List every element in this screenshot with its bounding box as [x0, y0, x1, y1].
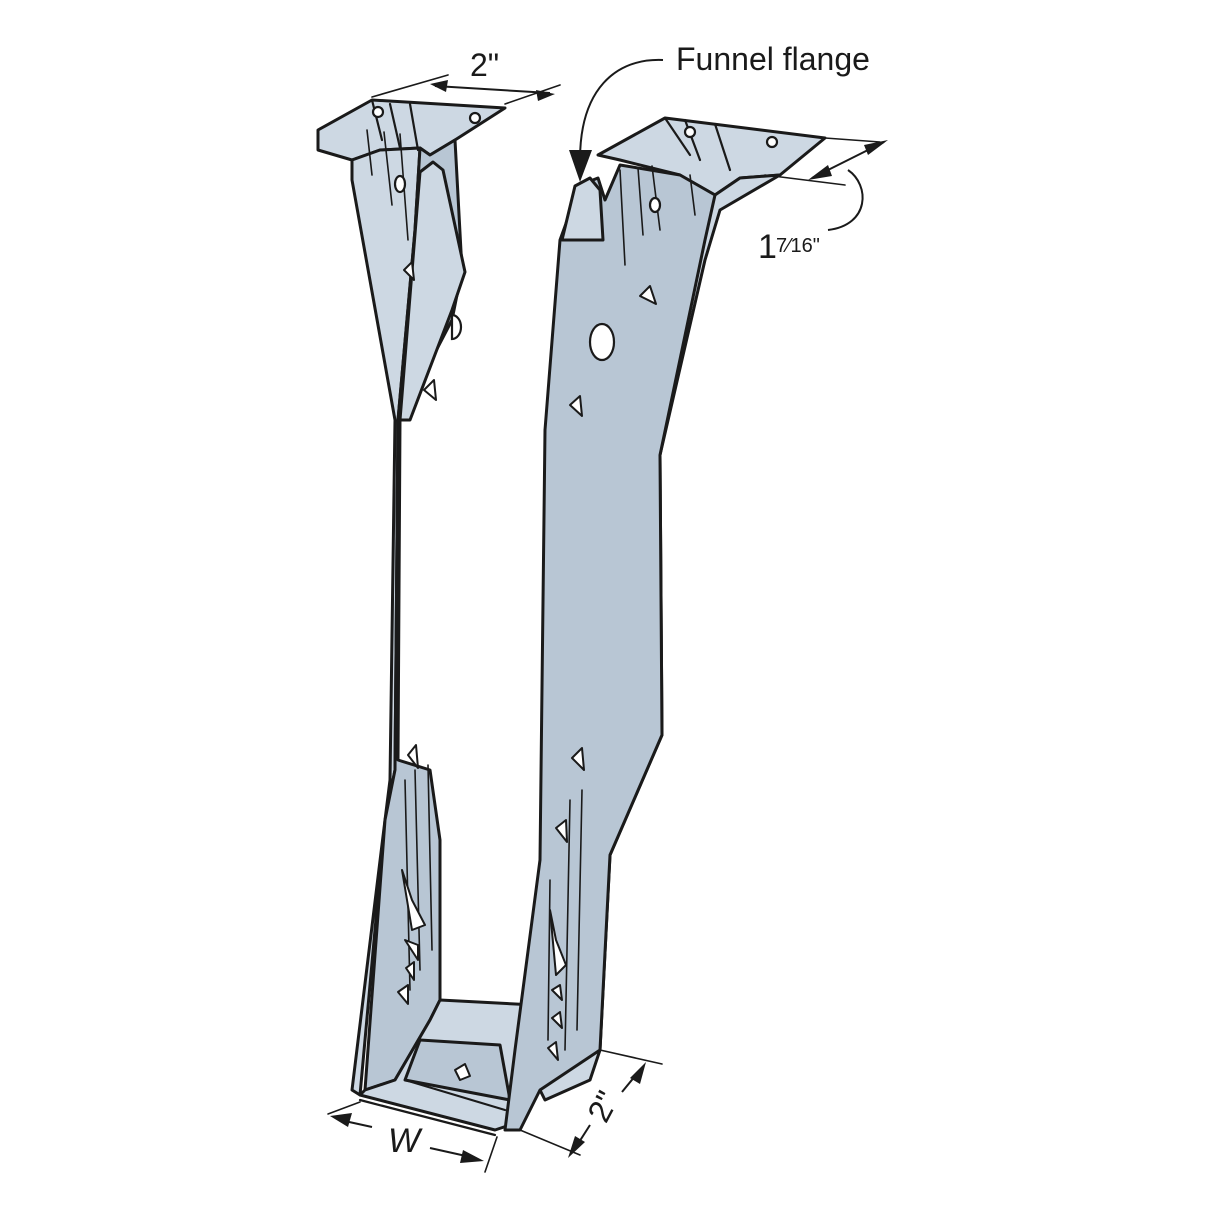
- seat-depth-label: 2": [580, 1085, 625, 1128]
- top-flange-depth-dimension: 1 7⁄16": [758, 137, 888, 266]
- funnel-flange-label: Funnel flange: [676, 41, 870, 77]
- top-flange-depth-whole: 1: [758, 228, 777, 266]
- width-label: W: [388, 1122, 423, 1160]
- left-side-plate: [316, 98, 507, 1097]
- funnel-flange-callout: Funnel flange: [569, 41, 870, 182]
- top-flange-depth-fraction: 7⁄16": [776, 235, 820, 257]
- top-flange-width-dimension: 2": [371, 47, 561, 105]
- top-flange-width-label: 2": [470, 47, 499, 83]
- right-side-plate: [503, 116, 827, 1132]
- width-dimension: W: [327, 1101, 498, 1173]
- seat: [358, 998, 537, 1137]
